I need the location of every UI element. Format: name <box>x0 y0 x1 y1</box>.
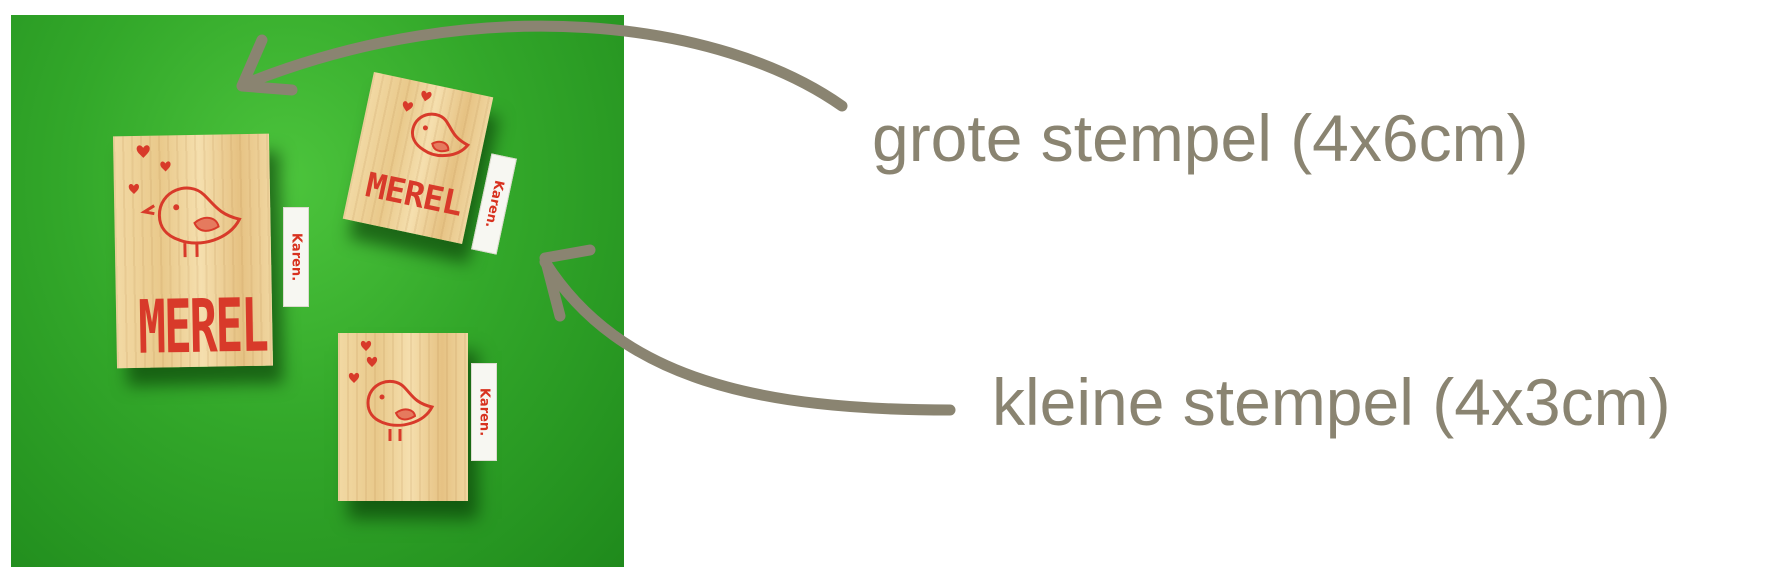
bird-drawing <box>402 90 471 158</box>
stamps-photo: MEREL Karen. MEREL Karen. Karen. <box>11 15 624 567</box>
large-stamp-tag: Karen. <box>283 207 309 307</box>
small-arrow <box>539 244 956 416</box>
small-stamp-bottom <box>338 333 468 501</box>
large-stamp: MEREL <box>112 133 274 370</box>
small-stamp-bottom-tag: Karen. <box>471 363 497 461</box>
large-arrow <box>236 20 848 112</box>
large-stamp-label: grote stempel (4x6cm) <box>872 101 1529 175</box>
small-stamp-label: kleine stempel (4x3cm) <box>992 365 1671 439</box>
bird-drawing <box>348 340 435 441</box>
bird-drawing <box>128 145 242 258</box>
small-stamp-top: MEREL <box>342 71 494 245</box>
